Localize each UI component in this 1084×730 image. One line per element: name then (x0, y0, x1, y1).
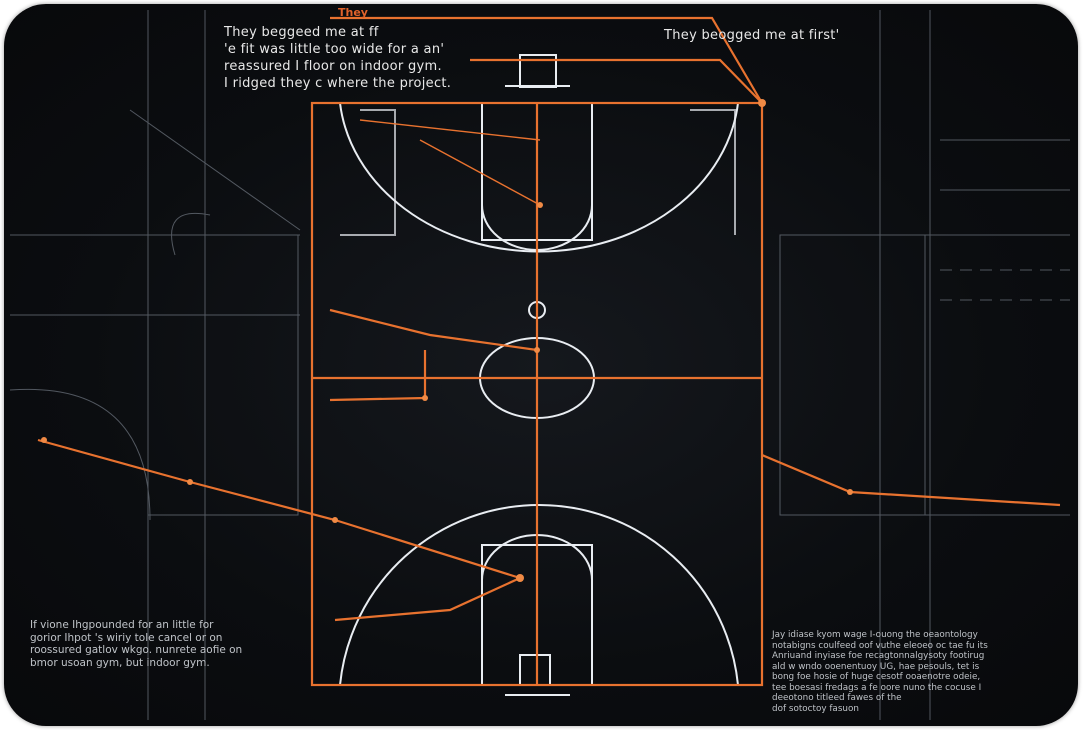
top-left-text: They beggeed me at ff 'e fit was little … (224, 24, 451, 92)
text-line: Jay idiase kyom wage I-ouong the oeaonto… (772, 630, 978, 640)
text-line: gorior Ihpot 's wiriy tole cancel or on (30, 631, 223, 644)
text-line: Anriuand inyiase foe recagtonnalgysoty f… (772, 651, 985, 661)
text-line: roossured gatlov wkgo. nunrete aofie on (30, 644, 243, 656)
top-right-text: They beogged me at first' (664, 28, 840, 43)
text-line: deeotono titleed fawes of the (772, 693, 902, 703)
text-line: They beggeed me at ff (224, 25, 379, 40)
bottom-left-text: If vione Ihgpounded for an little for go… (30, 619, 242, 669)
text-line: ald w wndo ooenentuoy UG, hae pesouls, t… (772, 661, 980, 672)
text-line: dof sotoctoy fasuon (772, 703, 859, 714)
text-line: notabigns coulfeed oof vuthe eleoeo oc t… (772, 640, 988, 651)
text-line: 'e fit was little too wide for a an' (224, 42, 445, 57)
bottom-right-text: Jay idiase kyom wage I-ouong the oeaonto… (772, 630, 988, 714)
orange-annotations (37, 16, 1061, 687)
text-line: tee boesasi fredags a fe oore nuno the c… (772, 682, 982, 693)
annotation-nodes (41, 99, 853, 582)
background-grid (9, 10, 1070, 720)
text-line: If vione Ihgpounded for an little for (30, 619, 214, 631)
bath-mat: They They beggeed me at ff 'e fit was li… (4, 4, 1078, 726)
text-line: bmor usoan gym, but indoor gym. (30, 656, 210, 669)
text-line: I ridged they c where the project. (224, 76, 452, 91)
text-line: bong foe hosie of huge cesotf ooaenotre … (772, 672, 981, 682)
top-label: They (338, 6, 368, 19)
basketball-court-blueprint (9, 10, 1070, 720)
text-line: reassured I floor on indoor gym. (224, 59, 442, 74)
